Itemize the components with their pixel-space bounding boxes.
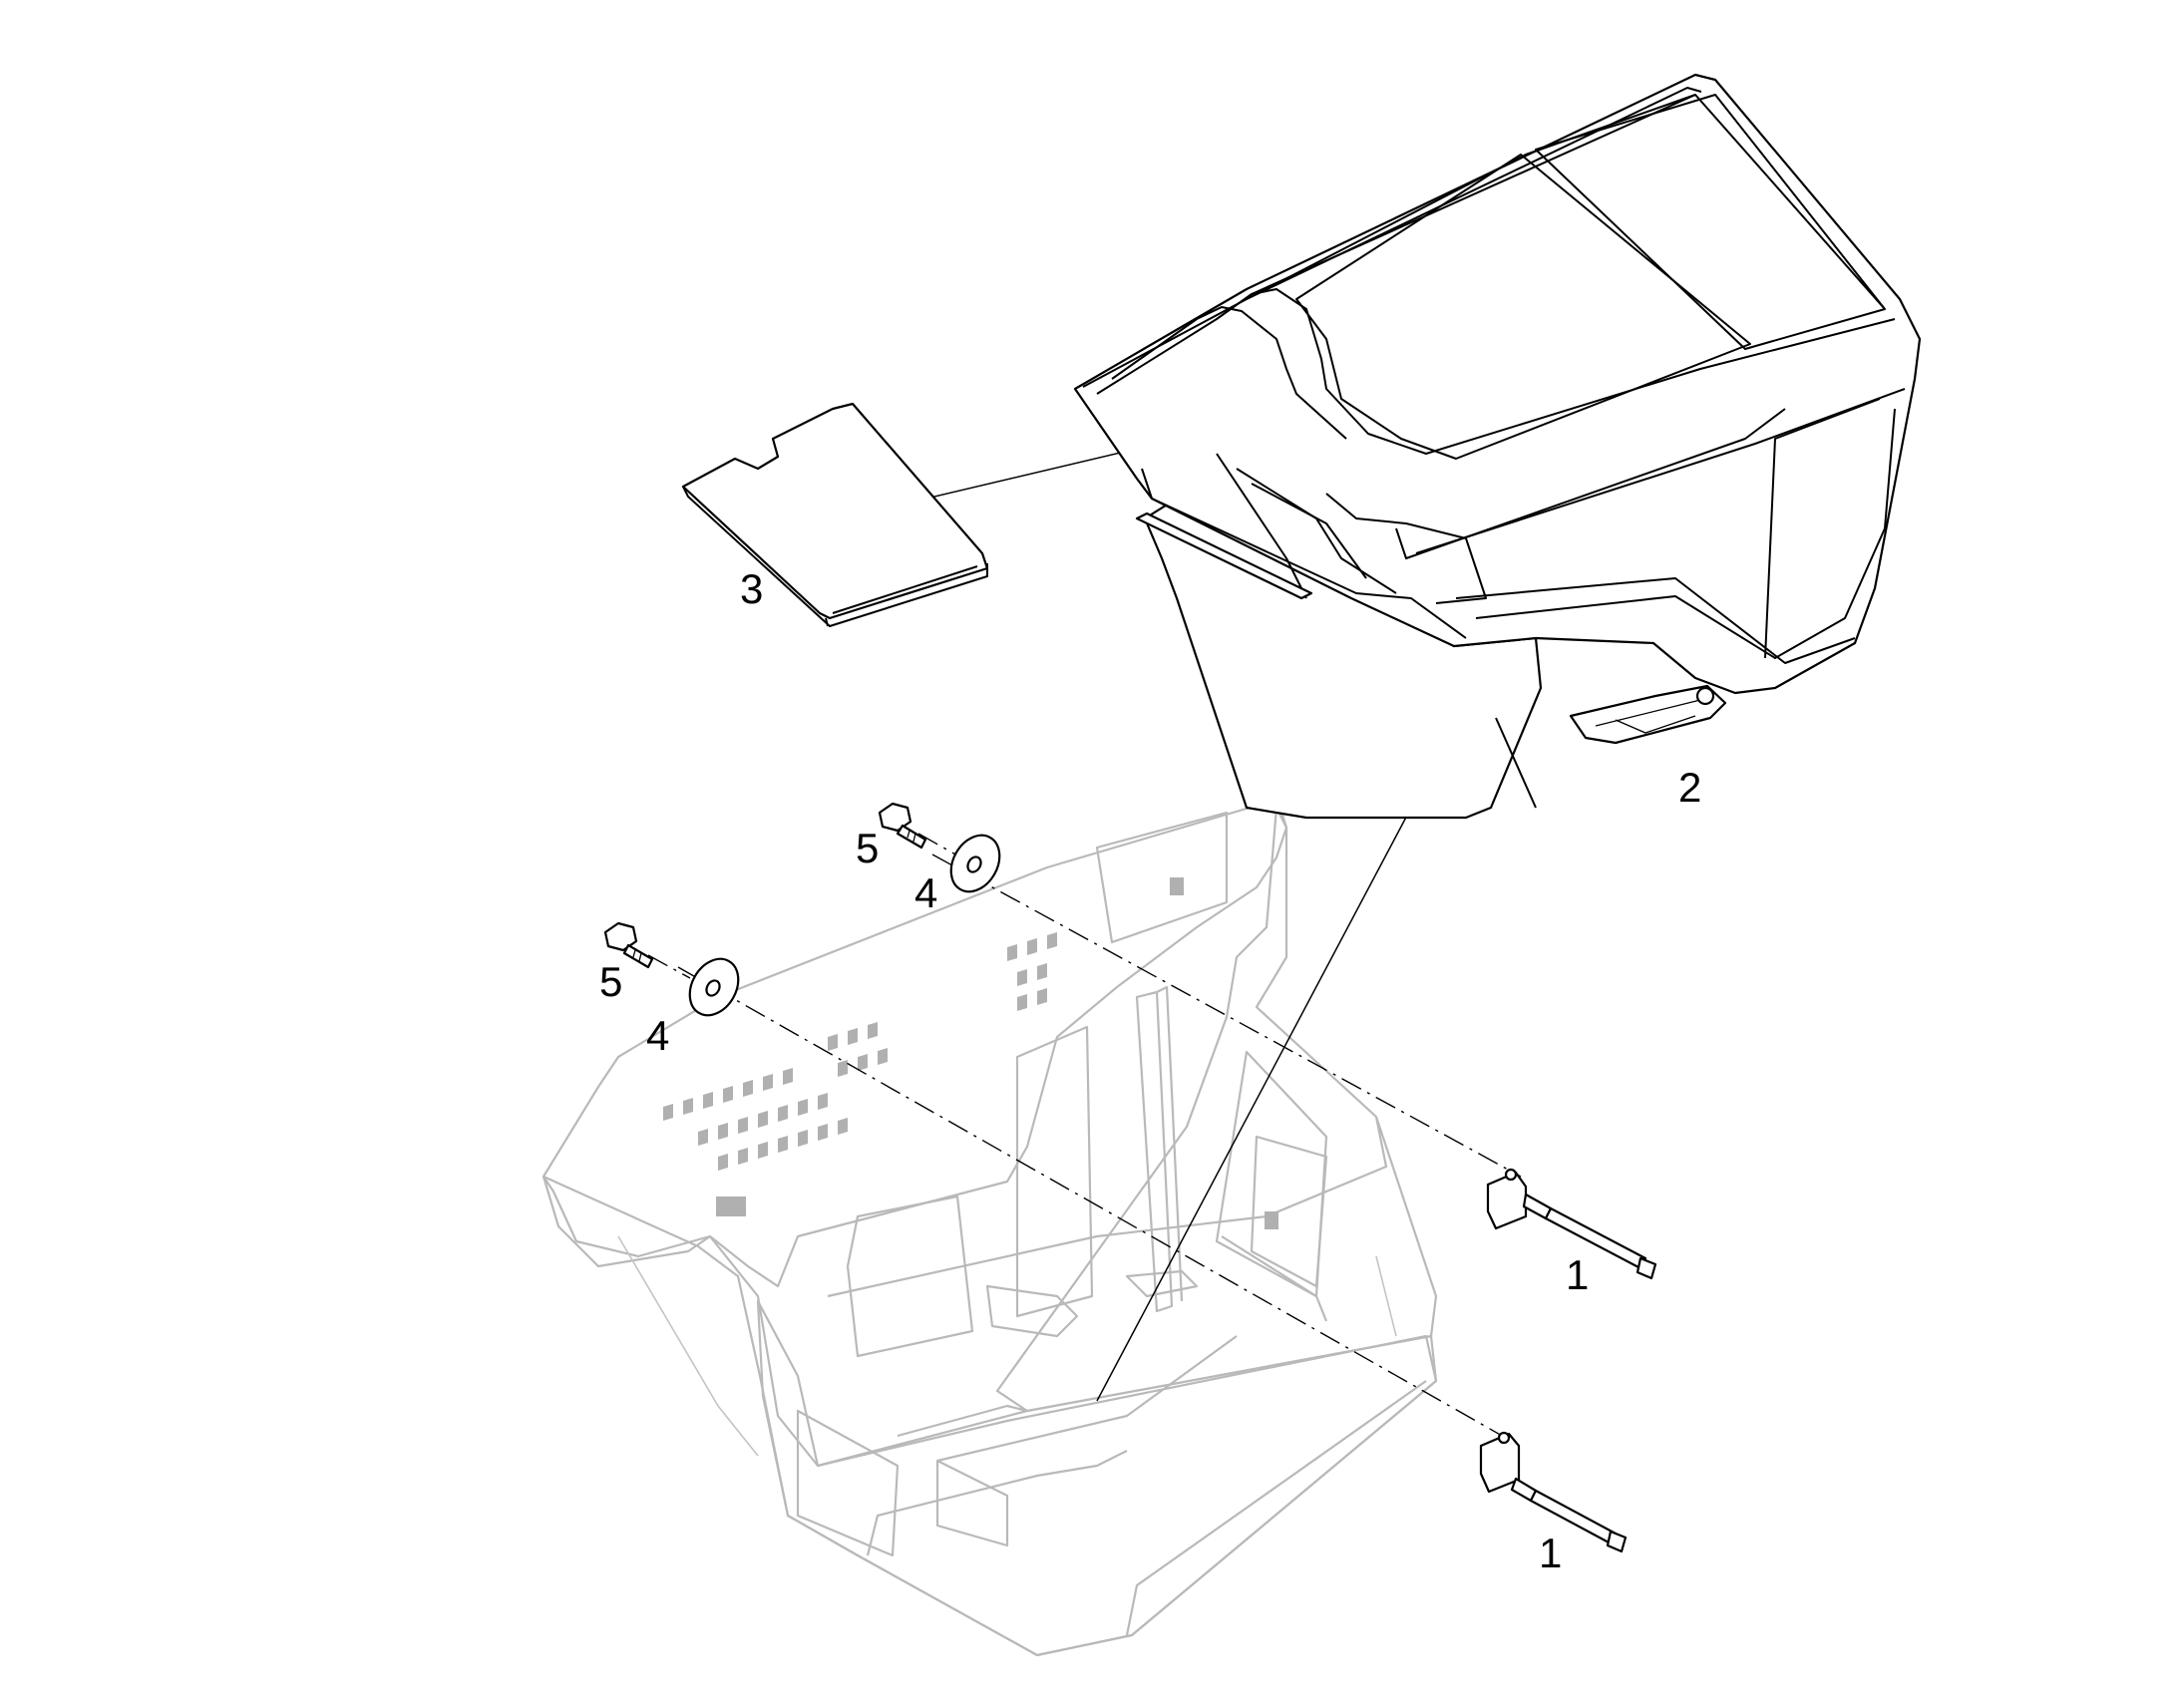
leader-line-part-2 [1096, 775, 1429, 1402]
washer-part-4-upper [949, 834, 1001, 893]
bolt-part-5-lower [603, 921, 654, 969]
base-frame [542, 801, 1438, 1657]
callout-part-3: 3 [740, 565, 763, 612]
hood-latch [1569, 684, 1727, 745]
vent-grid [663, 877, 1278, 1229]
hood-cover-part-2 [1073, 73, 1922, 820]
callout-part-2: 2 [1678, 764, 1701, 811]
callout-part-5-lower: 5 [599, 958, 622, 1005]
bolt-part-5-upper [878, 802, 927, 850]
callout-part-5-upper: 5 [856, 825, 879, 871]
gas-strut-part-1-lower [1479, 1431, 1628, 1553]
callout-part-1-lower: 1 [1539, 1530, 1562, 1576]
assembly-axes [647, 833, 1522, 1442]
washer-part-4-lower [688, 957, 740, 1017]
callout-part-4-lower: 4 [646, 1012, 669, 1059]
gas-strut-part-1-upper [1486, 1168, 1657, 1280]
cover-plate-part-3 [681, 402, 989, 627]
callout-part-4-upper: 4 [914, 869, 937, 916]
callout-part-1-upper: 1 [1566, 1251, 1589, 1298]
